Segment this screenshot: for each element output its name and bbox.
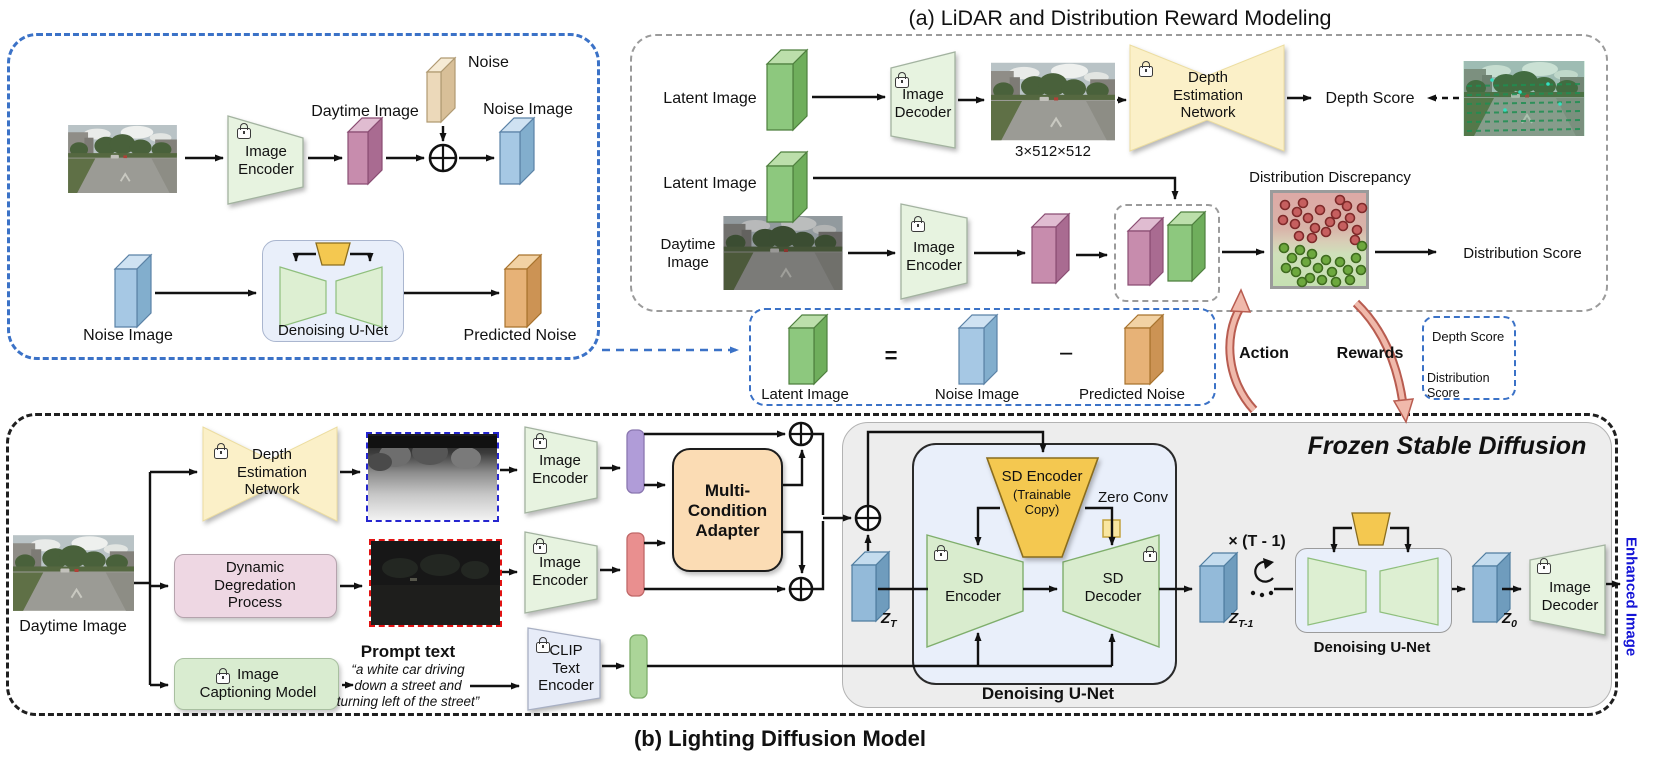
- z-t-prev-base: Z: [1229, 610, 1239, 627]
- denoising-unet-1-label: Denoising U-Net: [981, 684, 1115, 703]
- section-b-panel: [6, 413, 1618, 716]
- frozen-stable-diffusion-title: Frozen Stable Diffusion: [1307, 432, 1587, 460]
- prompt-title-label: Prompt text: [360, 642, 456, 661]
- z-0-sub: 0: [1511, 618, 1518, 630]
- distribution-score-reward-label: Distribution Score: [1427, 371, 1490, 400]
- equals-sign: =: [884, 343, 898, 368]
- image-captioning-label: Image Captioning Model: [199, 666, 317, 701]
- z-t-label: ZT: [881, 610, 897, 630]
- dynamic-degradation-box: [174, 554, 337, 618]
- lock-icon: [533, 438, 547, 449]
- z-t-prev-label: ZT-1: [1229, 610, 1253, 630]
- reward-scores-box: [1422, 316, 1516, 400]
- decoded-size-label: 3×512×512: [1015, 143, 1091, 160]
- depth-score-label: Depth Score: [1325, 90, 1415, 107]
- action-label: Action: [1239, 345, 1289, 362]
- minus-sign: −: [1058, 340, 1074, 368]
- pretraining-panel: [7, 33, 600, 360]
- z-t-prev-sub: T-1: [1238, 618, 1254, 630]
- denoising-unet-2-label: Denoising U-Net: [1313, 639, 1431, 656]
- latent-image-1-label: Latent Image: [663, 90, 757, 107]
- prompt-body-text: “a white car driving down a street and t…: [336, 662, 480, 709]
- lock-icon: [533, 543, 547, 554]
- depth-map-frame: [366, 432, 499, 522]
- noise-image-label-tl2: Noise Image: [83, 327, 173, 344]
- latent-image-2-label: Latent Image: [663, 175, 757, 192]
- enhanced-image-label: Enhanced Image: [1622, 537, 1640, 657]
- distribution-score-label: Distribution Score: [1463, 245, 1582, 262]
- image-decoder-label-b: Image Decoder: [1541, 579, 1599, 614]
- denoising-unet-label-tl: Denoising U-Net: [277, 322, 389, 339]
- iterations-label: × (T - 1): [1228, 533, 1286, 550]
- depth-estimation-label-b: Depth Estimation Network: [236, 446, 308, 499]
- daytime-image-label-b: Daytime Image: [19, 618, 127, 635]
- section-a-title: (a) LiDAR and Distribution Reward Modeli…: [908, 6, 1332, 30]
- distribution-discrepancy-label: Distribution Discrepancy: [1249, 169, 1411, 186]
- image-encoder-1-label: Image Encoder: [532, 452, 588, 487]
- lock-icon: [237, 128, 251, 139]
- sd-encoder-label: SD Encoder: [945, 570, 1001, 605]
- daytime-image-label-a: Daytime Image: [660, 236, 716, 271]
- z-0-base: Z: [1502, 610, 1512, 627]
- noise-image-eq-label: Noise Image: [934, 386, 1020, 403]
- image-encoder-label-a: Image Encoder: [906, 239, 962, 274]
- sd-decoder-label: SD Decoder: [1084, 570, 1142, 605]
- depth-score-reward-label: Depth Score: [1432, 329, 1505, 344]
- predicted-noise-eq-label: Predicted Noise: [1079, 386, 1185, 403]
- z-0-label: Z0: [1502, 610, 1517, 630]
- rewards-label: Rewards: [1336, 345, 1404, 362]
- section-b-title: (b) Lighting Diffusion Model: [633, 726, 927, 751]
- image-encoder-label-tl: Image Encoder: [238, 143, 294, 178]
- image-decoder-label-a: Image Decoder: [894, 86, 952, 121]
- clip-text-encoder-label: CLIP Text Encoder: [538, 642, 594, 695]
- degraded-image-frame: [369, 539, 502, 627]
- z-t-base: Z: [881, 610, 891, 627]
- lock-icon: [1143, 551, 1157, 562]
- latent-pair-box: [1114, 204, 1220, 302]
- depth-estimation-label-a: Depth Estimation Network: [1172, 69, 1244, 122]
- lock-icon: [911, 221, 925, 232]
- latent-image-eq-label: Latent Image: [761, 386, 849, 403]
- zero-conv-label: Zero Conv: [1097, 489, 1169, 506]
- lock-icon: [1537, 563, 1551, 574]
- denoising-unet-2-box: [1295, 548, 1452, 633]
- image-encoder-2-label: Image Encoder: [532, 554, 588, 589]
- dynamic-degradation-label: Dynamic Degredation Process: [214, 559, 296, 612]
- lock-icon: [216, 673, 230, 684]
- predicted-noise-label-tl: Predicted Noise: [463, 327, 577, 344]
- noise-label: Noise: [468, 54, 509, 71]
- image-captioning-box: [174, 658, 339, 710]
- z-t-sub: T: [890, 618, 897, 630]
- distribution-discrepancy-plot: [1270, 190, 1369, 289]
- lock-icon: [934, 550, 948, 561]
- daytime-image-label-tl: Daytime Image: [311, 103, 419, 120]
- sd-encoder-trainable-label: SD Encoder: [1001, 468, 1083, 485]
- multi-condition-adapter-box: [672, 448, 783, 572]
- noise-image-label-tl: Noise Image: [483, 101, 573, 118]
- multi-condition-adapter-label: Multi- Condition Adapter: [687, 481, 768, 541]
